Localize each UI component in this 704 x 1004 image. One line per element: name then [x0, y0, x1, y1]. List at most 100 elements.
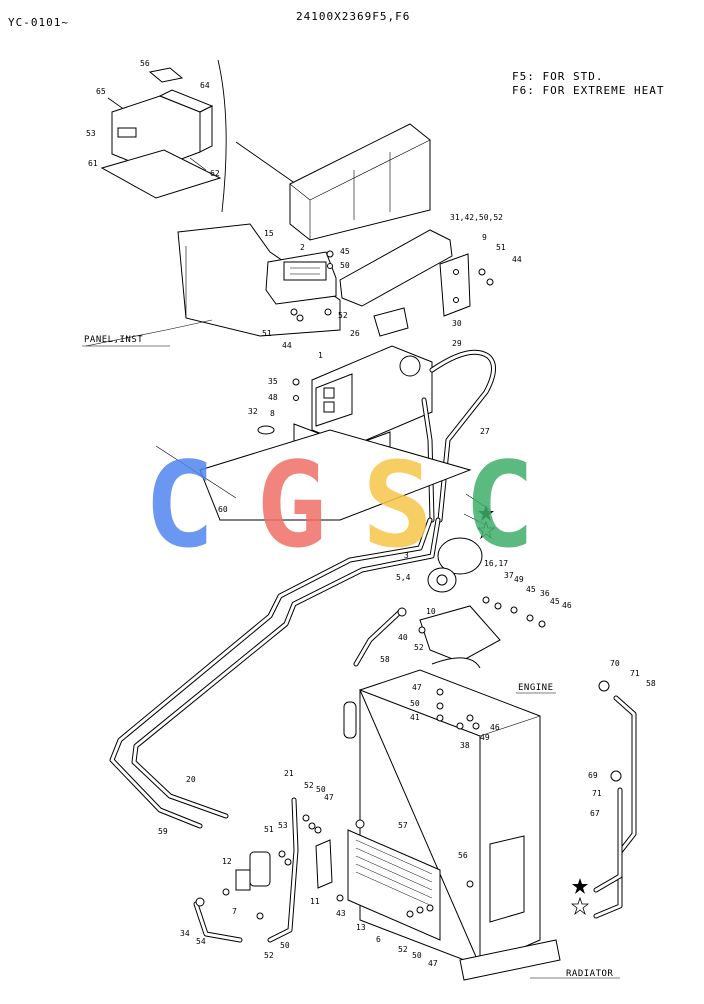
callout: 38 — [460, 741, 470, 750]
callout: 1 — [318, 351, 323, 360]
star-filled-icon — [478, 505, 494, 521]
radiator-face — [359, 689, 481, 967]
bracket-10 — [419, 605, 501, 663]
plate-61 — [100, 149, 222, 199]
callout: 53 — [86, 129, 96, 138]
watermark: C G S C — [144, 436, 535, 574]
callout: 45 — [340, 247, 350, 256]
side-plate-56 — [489, 835, 525, 923]
bracket-11 — [315, 839, 333, 889]
callout: 47 — [412, 683, 422, 692]
bolt-icon — [486, 278, 494, 286]
bolt-icon — [510, 606, 518, 614]
extreme-heat-pipes — [570, 680, 637, 919]
callout: 71 — [630, 669, 640, 678]
washer-icon — [482, 596, 490, 604]
washer-icon — [416, 906, 424, 914]
grommet-32 — [257, 425, 275, 435]
callout: 56 — [140, 59, 150, 68]
callout: 46 — [562, 601, 572, 610]
pipe-58-f6 — [593, 695, 637, 919]
callout: 67 — [590, 809, 600, 818]
refrigerant-pipes — [109, 517, 441, 943]
callout: 35 — [268, 377, 278, 386]
washer-icon — [406, 910, 414, 918]
callout: 15 — [264, 229, 274, 238]
bracket-9 — [439, 253, 471, 317]
callout: 52 — [304, 781, 314, 790]
box-window — [117, 127, 137, 138]
receiver-drier — [195, 851, 271, 907]
callout: 50 — [410, 699, 420, 708]
washer-icon — [324, 308, 332, 316]
callout: 10 — [426, 607, 436, 616]
duct-assembly — [339, 229, 471, 337]
washer-icon — [494, 602, 502, 610]
cabinet-housing — [289, 123, 431, 241]
callout: 61 — [88, 159, 98, 168]
label-radiator: RADIATOR — [566, 969, 613, 979]
callout: 11 — [310, 897, 320, 906]
bolt-icon — [466, 880, 474, 888]
pipe-67-f6 — [593, 787, 623, 893]
callout: 43 — [336, 909, 346, 918]
cabinet-edge — [289, 183, 311, 201]
callout: 52 — [414, 643, 424, 652]
callout: 36 — [540, 589, 550, 598]
bolt-icon — [296, 314, 304, 322]
callout: 34 — [180, 929, 190, 938]
callout: 27 — [480, 427, 490, 436]
label-panel-inst: PANEL,INST — [84, 335, 143, 345]
callout: 56 — [458, 851, 468, 860]
watermark-s: S — [362, 436, 433, 574]
bolt-hole — [453, 269, 459, 275]
fitting-icon — [397, 607, 407, 617]
callout: 54 — [196, 937, 206, 946]
callout: 2 — [300, 243, 305, 252]
callout: 47 — [428, 959, 438, 968]
washer-icon — [278, 850, 286, 858]
callout: 50 — [316, 785, 326, 794]
callout: 52 — [398, 945, 408, 954]
heater-front — [315, 373, 353, 427]
receiver-12 — [249, 851, 271, 887]
heater-port2 — [323, 401, 335, 413]
callout: 32 — [248, 407, 258, 416]
bolt-icon — [222, 888, 230, 896]
callout: 26 — [350, 329, 360, 338]
compressor-3 — [437, 537, 483, 575]
callouts: 56 65 64 53 61 62 31,42,50,52 9 51 44 15… — [86, 59, 656, 968]
callout: 9 — [482, 233, 487, 242]
callout: 3 — [404, 551, 409, 560]
bolt-icon — [336, 894, 344, 902]
washer-icon — [472, 722, 480, 730]
callout: 16,17 — [484, 559, 508, 568]
washer-icon — [466, 714, 474, 722]
bolt-icon — [436, 714, 444, 722]
callout: 51 — [496, 243, 506, 252]
clutch-hub — [436, 574, 448, 586]
fitting-34 — [195, 897, 205, 907]
callout: 53 — [278, 821, 288, 830]
compressor-assembly — [419, 537, 501, 669]
stud-62 — [189, 157, 207, 171]
washer-icon — [418, 626, 426, 634]
callout: 65 — [96, 87, 106, 96]
callout: 44 — [282, 341, 292, 350]
duct-31 — [339, 229, 453, 307]
fitting-70 — [598, 680, 610, 692]
clip-56 — [148, 67, 184, 83]
fitting-icon — [355, 819, 365, 829]
callout: 8 — [270, 409, 275, 418]
bracket-30 — [373, 307, 409, 337]
star-outline-icon — [476, 520, 496, 540]
bolt-icon — [292, 378, 300, 386]
callout: 45 — [550, 597, 560, 606]
callout: 50 — [280, 941, 290, 950]
callout: 20 — [186, 775, 196, 784]
callout: 71 — [592, 789, 602, 798]
watermark-c2: C — [464, 436, 535, 574]
callout: 44 — [512, 255, 522, 264]
